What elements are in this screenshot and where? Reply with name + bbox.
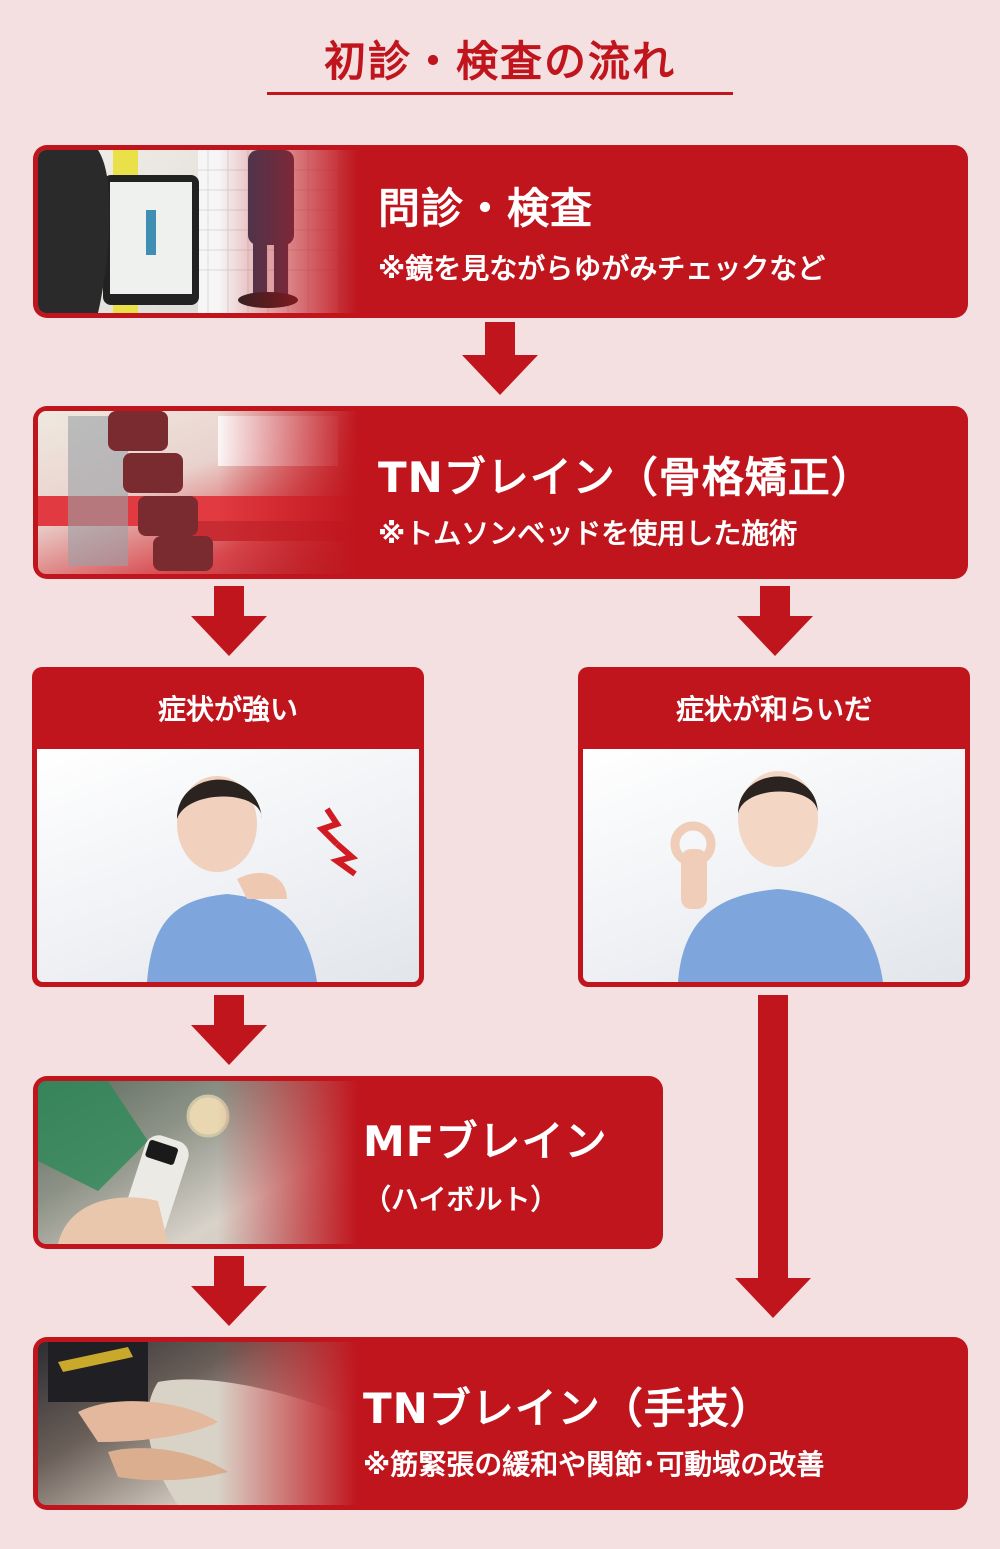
- step-mf-note: （ハイボルト）: [363, 1183, 559, 1216]
- long-arrow-stem: [758, 995, 788, 1280]
- step-tn-skeletal-heading: TNブレイン（骨格矯正）: [378, 453, 874, 502]
- step-exam-heading: 問診・検査: [378, 184, 594, 233]
- neck-pain-photo: [37, 749, 419, 982]
- thompson-bed-photo: [38, 411, 358, 574]
- arrow-down-icon: [191, 1025, 267, 1065]
- arrow-down-icon: [737, 616, 813, 656]
- step-tn-manual-card: TNブレイン（手技） ※筋緊張の緩和や関節･可動域の改善: [33, 1337, 968, 1510]
- step-tn-skeletal-note: ※トムソンベッドを使用した施術: [378, 517, 798, 550]
- step-tn-manual-note: ※筋緊張の緩和や関節･可動域の改善: [363, 1448, 825, 1481]
- arrow-stem: [214, 586, 244, 618]
- symptom-eased-box: 症状が和らいだ: [578, 667, 970, 987]
- arrow-stem: [214, 995, 244, 1027]
- step-exam-card: 問診・検査 ※鏡を見ながらゆがみチェックなど: [33, 145, 968, 318]
- arrow-stem: [214, 1256, 244, 1288]
- high-volt-device-photo: [38, 1081, 358, 1244]
- arrow-stem: [485, 322, 515, 357]
- step-tn-skeletal-card: TNブレイン（骨格矯正） ※トムソンベッドを使用した施術: [33, 406, 968, 579]
- arrow-down-icon: [191, 616, 267, 656]
- symptom-strong-box: 症状が強い: [32, 667, 424, 987]
- arrow-stem: [760, 586, 790, 618]
- step-exam-note: ※鏡を見ながらゆがみチェックなど: [378, 252, 826, 285]
- exam-photo: [38, 150, 358, 313]
- symptom-strong-label: 症状が強い: [157, 693, 298, 726]
- title-underline: [267, 92, 733, 95]
- arrow-down-icon: [462, 355, 538, 395]
- page-title: 初診・検査の流れ: [323, 37, 676, 86]
- step-mf-heading: MFブレイン: [363, 1117, 608, 1166]
- arrow-down-icon: [735, 1278, 811, 1318]
- arrow-down-icon: [191, 1286, 267, 1326]
- ok-sign-photo: [583, 749, 965, 982]
- step-mf-card: MFブレイン （ハイボルト）: [33, 1076, 663, 1249]
- symptom-eased-label: 症状が和らいだ: [675, 693, 872, 726]
- manual-therapy-photo: [38, 1342, 358, 1505]
- step-tn-manual-heading: TNブレイン（手技）: [363, 1384, 773, 1433]
